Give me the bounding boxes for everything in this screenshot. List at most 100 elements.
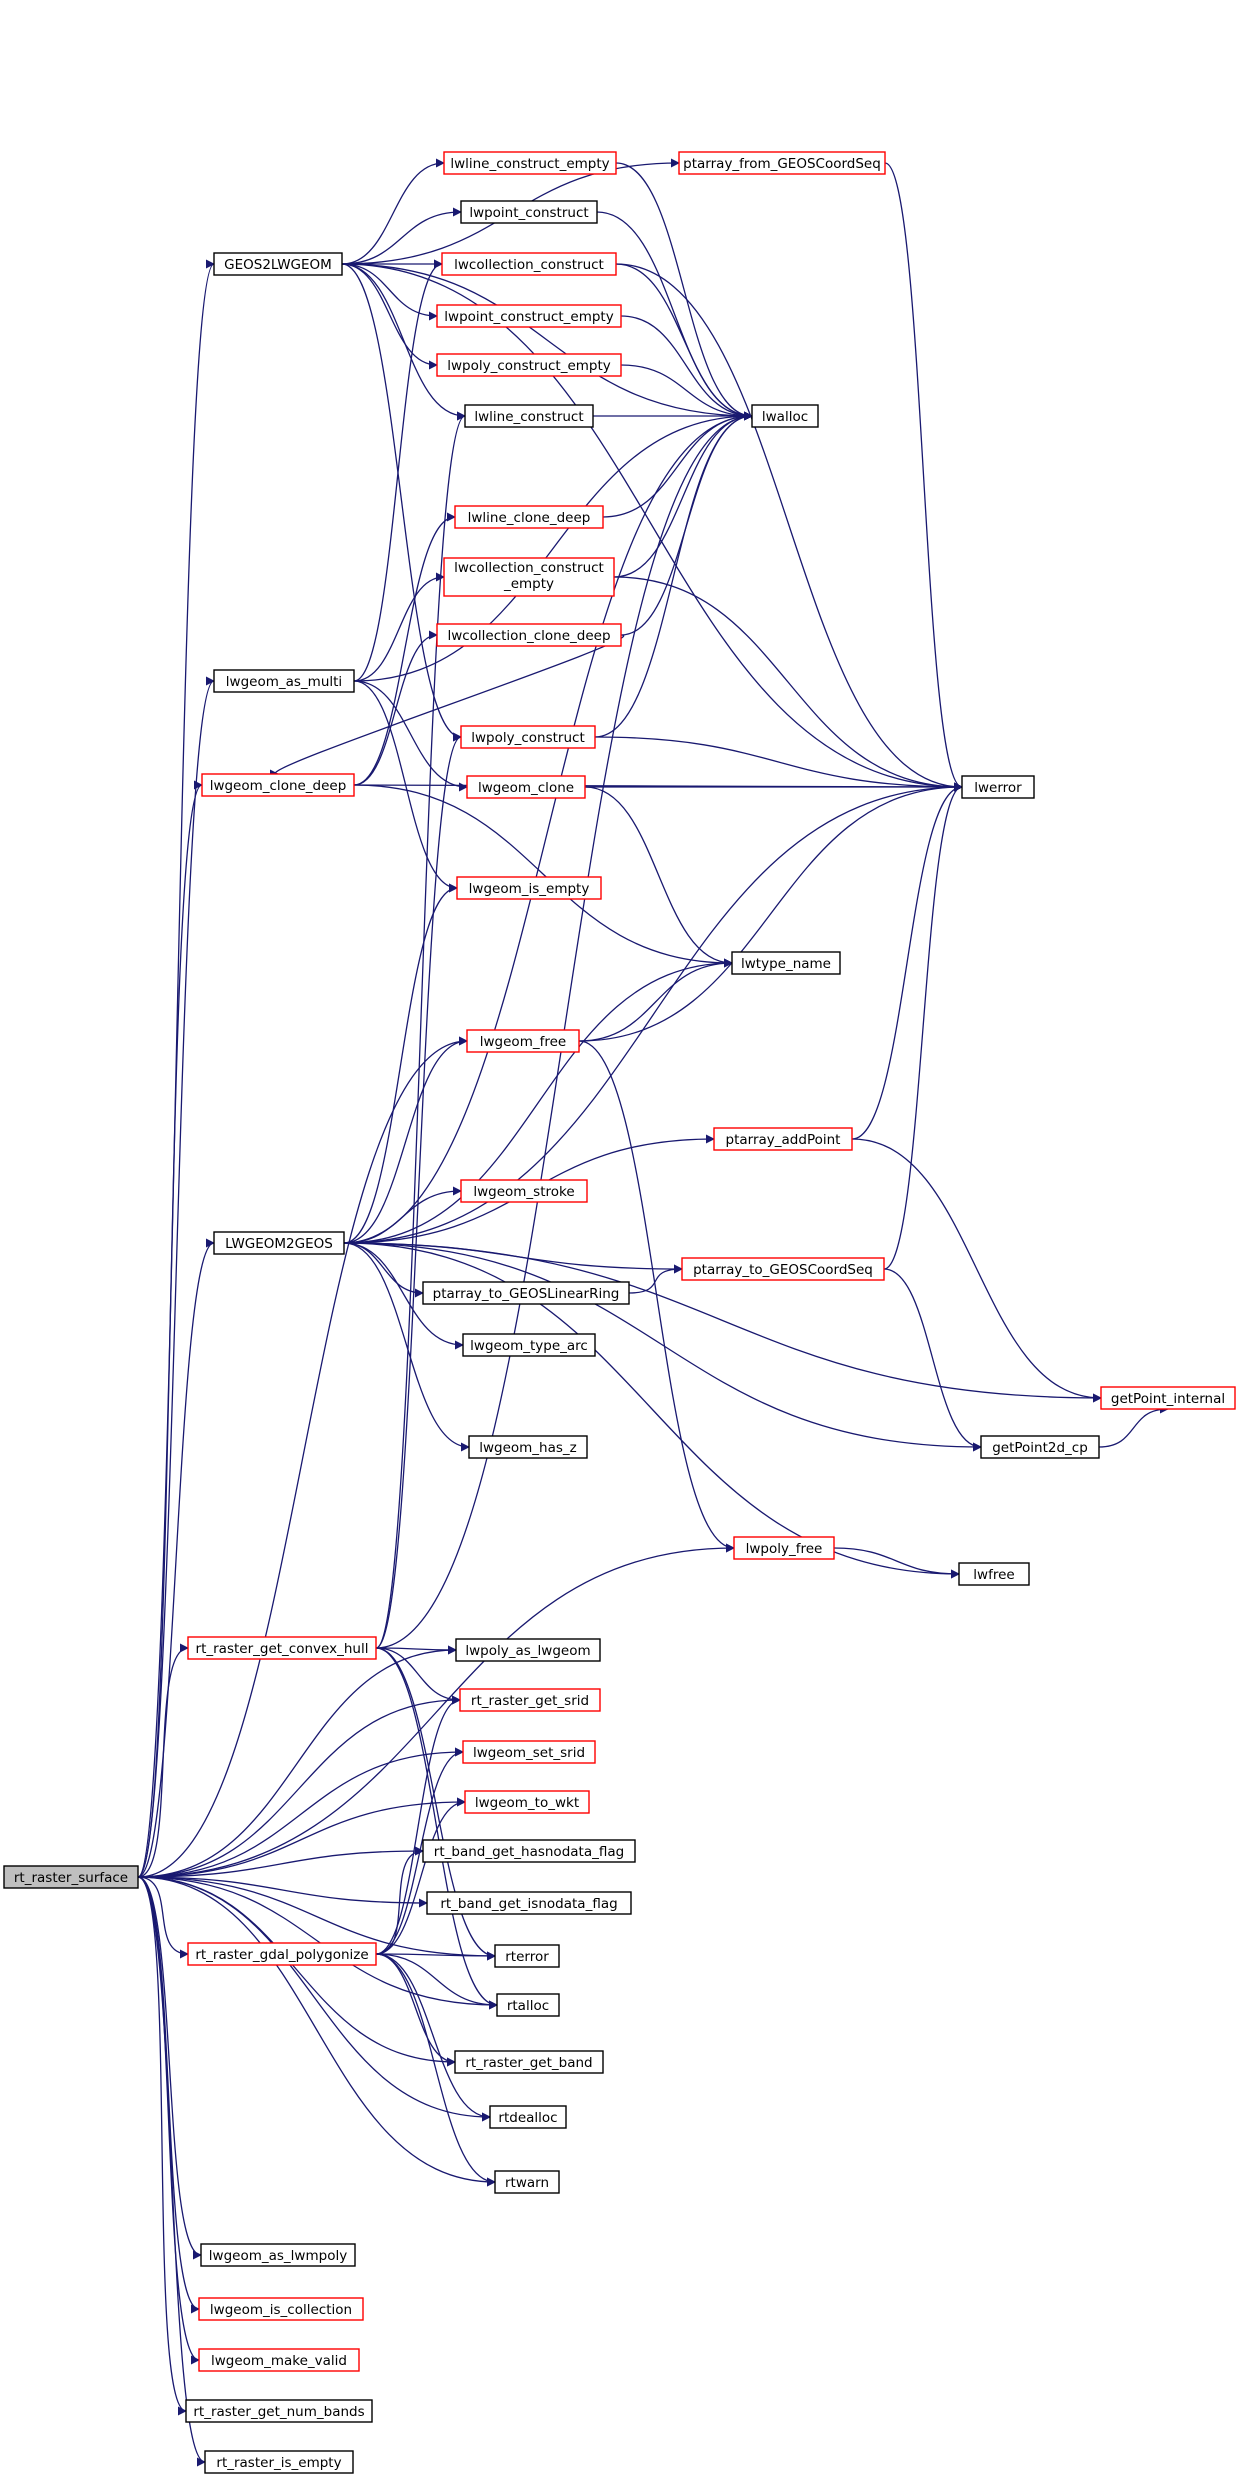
node-lwalloc[interactable]: lwalloc [751,404,819,428]
node-lwcollection-construct[interactable]: lwcollection_construct [441,252,617,276]
edge-lwpoly-construct-to-lwalloc [594,411,753,738]
node-rtalloc[interactable]: rtalloc [496,1993,560,2017]
node-lwpoly-construct[interactable]: lwpoly_construct [460,725,596,749]
node-rt-raster-gdal-polygonize[interactable]: rt_raster_gdal_polygonize [187,1942,377,1966]
edge-lwgeom-as-multi-to-lwcollection-construct-empty [353,572,445,682]
node-lwgeom-as-multi[interactable]: lwgeom_as_multi [213,669,355,693]
node-rt-band-get-isnodata-flag[interactable]: rt_band_get_isnodata_flag [426,1891,632,1915]
node-lwpoint-construct-empty[interactable]: lwpoint_construct_empty [436,304,622,328]
node-lwpoint-construct[interactable]: lwpoint_construct [460,200,598,224]
edge-lwgeom-as-multi-to-lwcollection-construct [353,259,443,682]
node-lwgeom-is-empty[interactable]: lwgeom_is_empty [456,876,602,900]
node-rtdealloc[interactable]: rtdealloc [489,2105,567,2129]
node-lwgeom2geos[interactable]: LWGEOM2GEOS [213,1231,345,1255]
node-label: lwpoint_construct_empty [444,309,613,325]
node-label: lwgeom_make_valid [211,2353,347,2369]
node-ptarray-to-geoscoordseq[interactable]: ptarray_to_GEOSCoordSeq [681,1257,885,1281]
edge-lwgeom-as-multi-to-lwgeom-clone [353,680,468,792]
edge-rt-raster-surface-to-rt-raster-get-convex-hull [137,1643,189,1878]
node-label: lwgeom_set_srid [473,1745,585,1761]
edge-rt-raster-get-convex-hull-to-lwline-construct [375,411,466,1649]
node-label: lwalloc [762,409,808,425]
node-label: lwpoly_as_lwgeom [465,1643,590,1659]
edge-rt-raster-surface-to-rt-band-get-isnodata-flag [137,1876,428,1908]
edge-lwgeom-clone-to-lwtype-name [584,786,733,968]
node-label: rt_raster_get_num_bands [193,2404,364,2420]
node-getpoint2d-cp[interactable]: getPoint2d_cp [980,1435,1100,1459]
node-lwpoly-as-lwgeom[interactable]: lwpoly_as_lwgeom [455,1638,601,1662]
node-ptarray-from-geoscoordseq[interactable]: ptarray_from_GEOSCoordSeq [678,151,886,175]
edge-rt-raster-gdal-polygonize-to-rt-raster-get-srid [375,1695,461,1955]
node-rterror[interactable]: rterror [494,1944,560,1968]
node-lwcollection-construct-empty[interactable]: lwcollection_construct_empty [443,557,615,597]
edge-lwgeom2geos-to-lwerror [343,782,963,1244]
node-lwgeom-type-arc[interactable]: lwgeom_type_arc [462,1333,596,1357]
node-label: ptarray_from_GEOSCoordSeq [683,156,881,172]
edge-rt-raster-gdal-polygonize-to-rt-raster-get-band [375,1953,456,2067]
node-ptarray-addpoint[interactable]: ptarray_addPoint [713,1127,853,1151]
node-rt-raster-get-num-bands[interactable]: rt_raster_get_num_bands [185,2399,373,2423]
edge-rt-raster-gdal-polygonize-to-rtalloc [375,1953,498,2010]
node-rtwarn[interactable]: rtwarn [494,2170,560,2194]
edge-ptarray-to-geoscoordseq-to-lwerror [883,782,963,1270]
node-lwfree[interactable]: lwfree [958,1562,1030,1586]
node-lwgeom-set-srid[interactable]: lwgeom_set_srid [462,1740,596,1764]
edge-lwgeom2geos-to-lwgeom-is-empty [343,883,458,1244]
node-lwgeom-stroke[interactable]: lwgeom_stroke [460,1179,588,1203]
edge-lwgeom-free-to-lwtype-name [578,958,733,1042]
edge-rt-raster-get-convex-hull-to-lwpoly-as-lwgeom [375,1645,457,1655]
node-label: rtdealloc [498,2110,557,2126]
node-label: lwpoint_construct [469,205,588,221]
node-lwgeom-make-valid[interactable]: lwgeom_make_valid [198,2348,360,2372]
node-label: lwgeom_clone [478,780,574,796]
node-lwline-construct-empty[interactable]: lwline_construct_empty [443,151,617,175]
node-label: rt_raster_gdal_polygonize [195,1947,368,1963]
node-lwgeom-free[interactable]: lwgeom_free [466,1029,580,1053]
node-lwgeom-clone[interactable]: lwgeom_clone [466,775,586,799]
node-rt-raster-is-empty[interactable]: rt_raster_is_empty [204,2450,354,2474]
node-rt-raster-surface[interactable]: rt_raster_surface [3,1865,139,1889]
node-lwtype-name[interactable]: lwtype_name [731,951,841,975]
edge-lwcollection-construct-to-lwalloc [615,263,753,421]
node-rt-band-get-hasnodata-flag[interactable]: rt_band_get_hasnodata_flag [422,1839,636,1863]
edge-lwgeom-as-multi-to-lwalloc [353,411,753,682]
node-ptarray-to-geoslinearring[interactable]: ptarray_to_GEOSLinearRing [422,1281,630,1305]
node-label: rt_raster_get_band [465,2055,592,2071]
node-label: lwgeom_is_empty [469,881,590,897]
node-label: GEOS2LWGEOM [224,257,332,273]
edge-lwcollection-construct-empty-to-lwalloc [613,411,753,578]
node-lwpoly-construct-empty[interactable]: lwpoly_construct_empty [436,353,622,377]
edge-geos2lwgeom-to-lwline-construct [341,263,466,421]
node-rt-raster-get-band[interactable]: rt_raster_get_band [454,2050,604,2074]
node-lwgeom-to-wkt[interactable]: lwgeom_to_wkt [464,1790,590,1814]
node-lwcollection-clone-deep[interactable]: lwcollection_clone_deep [436,623,622,647]
node-label: lwline_clone_deep [468,510,591,526]
node-lwgeom-has-z[interactable]: lwgeom_has_z [468,1435,588,1459]
edge-lwgeom2geos-to-lwfree [343,1242,960,1579]
node-lwgeom-as-lwmpoly[interactable]: lwgeom_as_lwmpoly [200,2243,356,2267]
node-lwpoly-free[interactable]: lwpoly_free [733,1536,835,1560]
edge-lwgeom2geos-to-lwalloc [343,411,753,1244]
edge-lwgeom-free-to-lwerror [578,782,963,1042]
node-lwline-construct[interactable]: lwline_construct [464,404,594,428]
node-lwgeom-clone-deep[interactable]: lwgeom_clone_deep [201,773,355,797]
node-label: lwpoly_construct_empty [447,358,611,374]
node-label: rt_raster_get_convex_hull [196,1641,369,1657]
node-lwline-clone-deep[interactable]: lwline_clone_deep [454,505,604,529]
edge-geos2lwgeom-to-lwpoint-construct [341,207,462,265]
edge-lwcollection-construct-to-lwerror [615,263,963,792]
edge-ptarray-addpoint-to-lwerror [851,782,963,1140]
edge-rt-raster-get-convex-hull-to-rt-raster-get-srid [375,1647,461,1705]
node-geos2lwgeom[interactable]: GEOS2LWGEOM [213,252,343,276]
node-rt-raster-get-srid[interactable]: rt_raster_get_srid [459,1688,601,1712]
node-label: rt_band_get_isnodata_flag [440,1896,617,1912]
edge-rt-raster-gdal-polygonize-to-rtdealloc [375,1953,491,2122]
edge-rt-raster-surface-to-rtwarn [137,1876,496,2187]
node-lwerror[interactable]: lwerror [961,775,1035,799]
edge-ptarray-to-geoscoordseq-to-getpoint2d-cp [883,1268,982,1452]
node-lwgeom-is-collection[interactable]: lwgeom_is_collection [198,2297,364,2321]
node-rt-raster-get-convex-hull[interactable]: rt_raster_get_convex_hull [187,1636,377,1660]
node-getpoint-internal[interactable]: getPoint_internal [1100,1386,1236,1410]
edge-lwgeom2geos-to-lwtype-name [343,958,733,1244]
node-label: lwpoly_free [746,1541,823,1557]
